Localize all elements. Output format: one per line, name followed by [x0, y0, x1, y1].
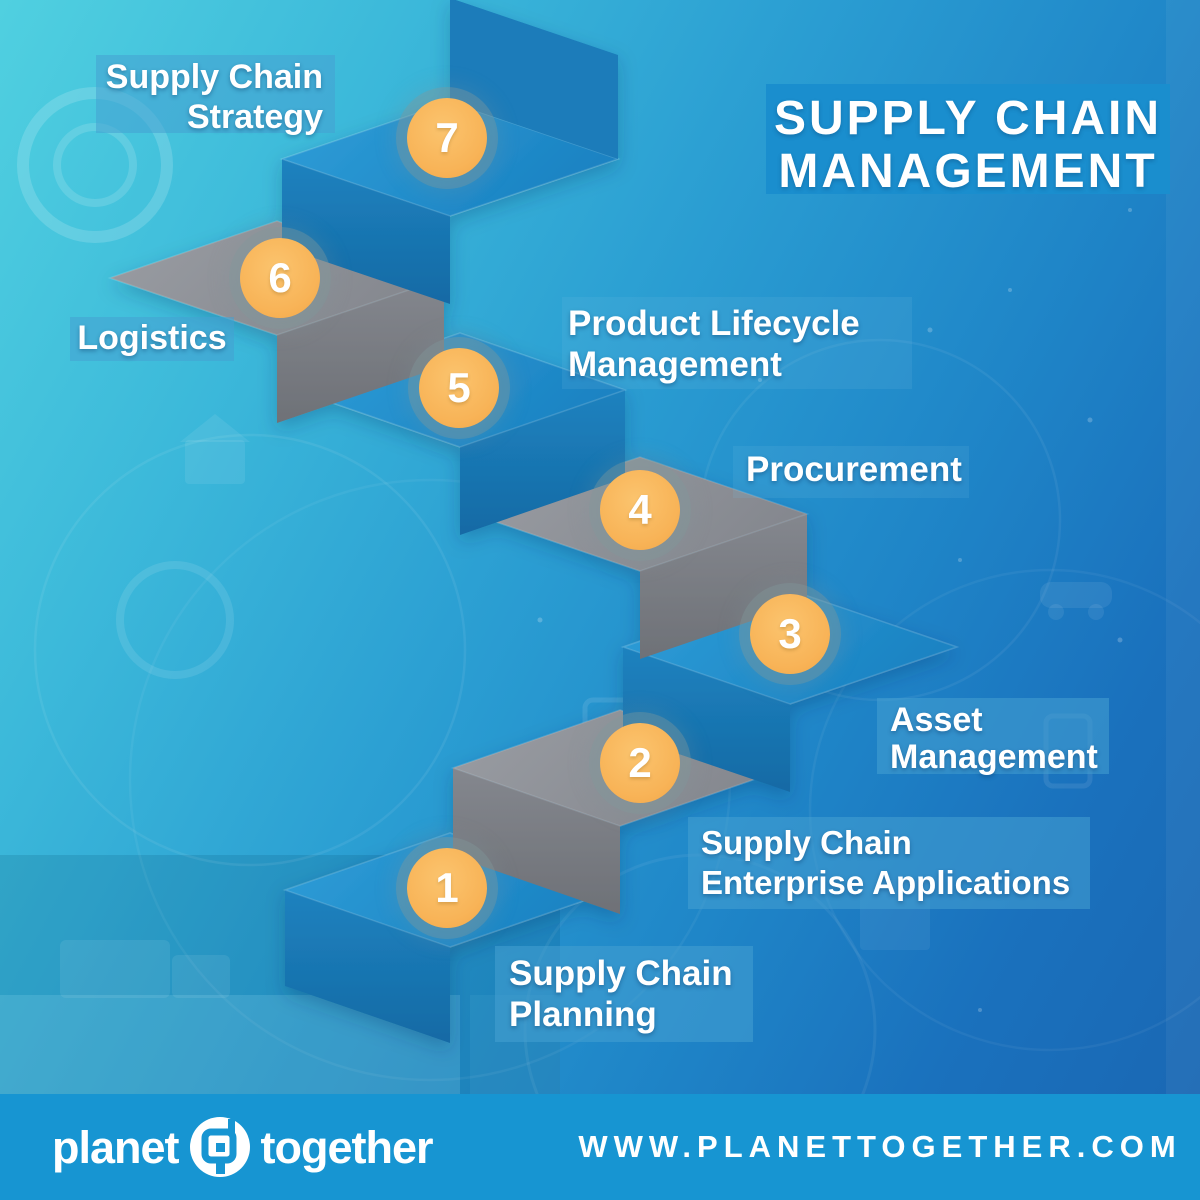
step-circle-3: 3 — [750, 594, 830, 674]
logo-word-planet: planet — [52, 1121, 180, 1173]
step-number: 5 — [447, 364, 471, 411]
label-line: Management — [568, 345, 782, 384]
label-line: Supply Chain — [105, 58, 323, 96]
label-line: Asset — [890, 701, 983, 739]
label-logistics: Logistics — [70, 317, 234, 361]
step-number: 7 — [435, 114, 459, 161]
title-line-1: SUPPLY CHAIN — [773, 92, 1163, 145]
label-line: Logistics — [77, 319, 227, 357]
page-title: SUPPLY CHAIN MANAGEMENT — [766, 84, 1170, 198]
label-asset-management: Asset Management — [877, 698, 1109, 776]
logo-word-together: together — [260, 1121, 434, 1173]
label-product-lifecycle-management: Product Lifecycle Management — [562, 297, 912, 389]
step-number: 2 — [628, 739, 652, 786]
step-circle-4: 4 — [600, 470, 680, 550]
website-url: WWW.PLANETTOGETHER.COM — [578, 1129, 1182, 1164]
label-line: Management — [890, 738, 1098, 776]
label-supply-chain-enterprise-applications: Supply Chain Enterprise Applications — [688, 817, 1090, 909]
step-number: 3 — [778, 610, 802, 657]
step-circle-7: 7 — [407, 98, 487, 178]
title-line-2: MANAGEMENT — [778, 145, 1158, 198]
planettogether-logo: planet together — [52, 1115, 434, 1179]
label-supply-chain-planning: Supply Chain Planning — [495, 946, 753, 1042]
step-circle-2: 2 — [600, 723, 680, 803]
label-procurement: Procurement — [733, 446, 969, 498]
label-line: Planning — [509, 995, 657, 1034]
footer-bar: planet together WWW.PLANETTOGETHER.COM — [0, 1094, 1200, 1200]
label-line: Procurement — [746, 450, 962, 489]
label-line: Product Lifecycle — [568, 304, 860, 343]
label-supply-chain-strategy: Supply Chain Strategy — [96, 55, 335, 136]
step7-back-wall — [450, 0, 618, 159]
label-line: Supply Chain — [509, 954, 733, 993]
step-number: 1 — [435, 864, 459, 911]
step-circle-5: 5 — [419, 348, 499, 428]
step-circle-1: 1 — [407, 848, 487, 928]
step-number: 6 — [268, 254, 292, 301]
label-line: Supply Chain — [701, 824, 912, 861]
step-number: 4 — [628, 486, 652, 533]
planettogether-logo-icon — [189, 1117, 250, 1177]
label-line: Enterprise Applications — [701, 864, 1071, 901]
label-line: Strategy — [186, 98, 323, 136]
step-circle-6: 6 — [240, 238, 320, 318]
